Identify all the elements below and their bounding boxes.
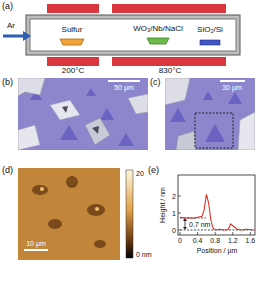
afm-spot: [40, 187, 44, 191]
flake-triangle: [118, 133, 134, 146]
tick: [232, 232, 233, 235]
flake-triangle: [100, 108, 114, 120]
optical-image: [18, 78, 148, 150]
panel-label: (e): [148, 166, 159, 175]
flake-triangle: [170, 108, 186, 122]
tick-label: 0: [178, 237, 182, 244]
residue: [50, 100, 80, 120]
sulfur-boat: [60, 39, 84, 45]
tick: [215, 232, 216, 235]
gas-label: Ar: [7, 22, 15, 30]
zoom-box: [195, 113, 233, 148]
scale-bar: [24, 249, 48, 251]
gas-arrowhead: [23, 31, 31, 41]
heater: [112, 57, 226, 66]
scale-bar: [108, 80, 140, 82]
afm-particle: [66, 176, 78, 188]
scale-bar-label: 50 μm: [114, 84, 134, 91]
residue: [18, 125, 40, 150]
scale-bar: [220, 80, 245, 82]
plot-frame: [178, 175, 255, 235]
tick: [180, 232, 181, 235]
axis-title: Height / nm: [159, 187, 166, 223]
panel-label: (b): [2, 78, 13, 87]
residue: [176, 131, 196, 150]
tick: [250, 232, 251, 235]
dimension-arrow: [185, 220, 186, 228]
flake-triangle: [205, 124, 225, 142]
panel-label: (a): [2, 2, 13, 11]
precursor-boat: [147, 38, 169, 44]
tick-label: 0.4: [193, 237, 203, 244]
quartz-tube: [26, 15, 240, 55]
afm-particle: [94, 240, 106, 248]
residue: [128, 94, 148, 114]
residue: [238, 112, 255, 150]
residue: [18, 78, 45, 96]
heater: [112, 4, 226, 13]
source-label: WO₃/Nb/NaCl: [133, 25, 182, 33]
tick: [178, 196, 181, 197]
colorbar-label: 0 nm: [136, 251, 152, 258]
residue: [85, 118, 110, 145]
temperature-label: 830°C: [159, 67, 181, 75]
substrate-label: SiO₂/Si: [197, 26, 223, 34]
temperature-label: 200°C: [62, 67, 84, 75]
afm-particle: [48, 219, 62, 229]
tick-label: 0: [172, 227, 176, 234]
flake-triangle: [86, 88, 96, 96]
afm-spot: [95, 207, 99, 211]
image-ground: [18, 78, 148, 150]
tick-label: 0.8: [210, 237, 220, 244]
afm-image: [18, 168, 120, 260]
residue-dark: [62, 106, 68, 113]
tube-inner: [30, 19, 236, 51]
afm-particle: [87, 204, 105, 216]
lower-panels: [18, 168, 255, 260]
height-profile: [180, 194, 255, 230]
scale-bar-label: 10 μm: [26, 240, 46, 247]
axis-title: Position / μm: [197, 247, 238, 254]
afm-particle: [32, 185, 48, 195]
flake-triangle: [228, 92, 242, 104]
tick-label: 1.6: [246, 237, 256, 244]
tick: [197, 232, 198, 235]
gas-arrow: [3, 35, 24, 38]
image-ground: [165, 78, 255, 150]
flake-triangle: [203, 91, 213, 100]
optical-image: [165, 78, 255, 150]
tick-label: 1: [172, 210, 176, 217]
source-label: Sulfur: [62, 26, 83, 34]
arrowhead: [183, 227, 187, 230]
heater: [47, 4, 99, 13]
tick: [178, 213, 181, 214]
colorbar-label: 20: [136, 170, 144, 177]
scale-bar-label: 30 μm: [222, 84, 242, 91]
residue-dark: [92, 126, 99, 134]
annotation: 0.7 nm: [188, 221, 211, 228]
heater: [47, 57, 99, 66]
flake-triangle: [60, 125, 78, 140]
residue: [165, 78, 190, 105]
panel-label: (d): [2, 166, 13, 175]
panel-label: (c): [150, 78, 161, 87]
tick-label: 2: [172, 193, 176, 200]
tick-label: 1.2: [228, 237, 238, 244]
colorbar: [126, 170, 133, 258]
substrate: [200, 40, 220, 45]
arrowhead: [183, 218, 187, 221]
